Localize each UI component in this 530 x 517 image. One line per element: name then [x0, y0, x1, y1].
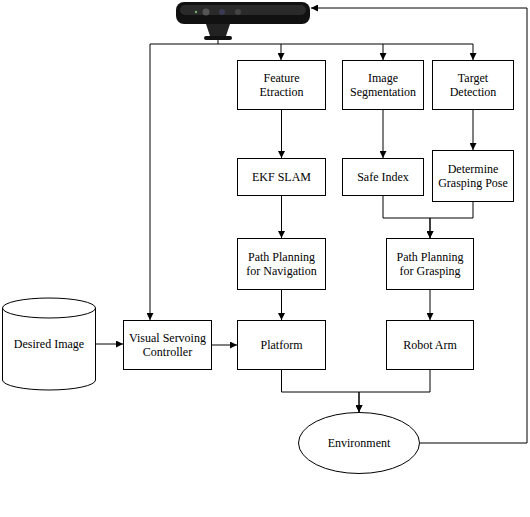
- flow-arrow: [282, 370, 360, 412]
- flow-arrow: [212, 345, 237, 346]
- flow-arrow: [473, 110, 474, 150]
- flow-arrow: [430, 202, 473, 238]
- kinect-sensor: [176, 2, 310, 40]
- flow-arrow: [383, 110, 384, 158]
- environment-ellipse: Environment: [298, 412, 420, 474]
- sensor-wire: [150, 8, 527, 443]
- node-label: Environment: [324, 436, 395, 450]
- node-label: Desired Image: [10, 337, 88, 351]
- process-box: Safe Index: [342, 158, 424, 196]
- process-box: Feature Etraction: [237, 60, 326, 110]
- node-label: Platform: [257, 338, 307, 352]
- flow-arrow: [383, 196, 430, 238]
- node-label: EKF SLAM: [248, 170, 315, 184]
- node-label: Robot Arm: [399, 338, 461, 352]
- flow-arrow: [96, 344, 123, 345]
- node-label: Target Detection: [433, 71, 513, 100]
- flow-arrow: [359, 370, 430, 412]
- flow-arrow: [281, 196, 282, 238]
- process-box: Path Planning for Navigation: [237, 238, 326, 290]
- process-box: EKF SLAM: [237, 158, 326, 196]
- process-box: Target Detection: [432, 60, 514, 110]
- node-label: Image Segmentation: [343, 71, 423, 100]
- node-label: Visual Servoing Controller: [124, 331, 211, 360]
- node-label: Path Planning for Grasping: [387, 250, 473, 279]
- database-cylinder: Desired Image: [2, 298, 96, 390]
- flow-arrow: [430, 290, 431, 320]
- flow-arrow: [281, 290, 282, 320]
- process-box: Determine Grasping Pose: [432, 150, 514, 202]
- process-box: Image Segmentation: [342, 60, 424, 110]
- process-box: Robot Arm: [386, 320, 474, 370]
- flow-arrow: [281, 110, 282, 158]
- controller-box: Visual Servoing Controller: [123, 320, 212, 370]
- process-box: Platform: [237, 320, 326, 370]
- node-label: Path Planning for Navigation: [238, 250, 325, 279]
- process-box: Path Planning for Grasping: [386, 238, 474, 290]
- node-label: Determine Grasping Pose: [433, 162, 513, 191]
- node-label: Safe Index: [353, 170, 413, 184]
- node-label: Feature Etraction: [238, 71, 325, 100]
